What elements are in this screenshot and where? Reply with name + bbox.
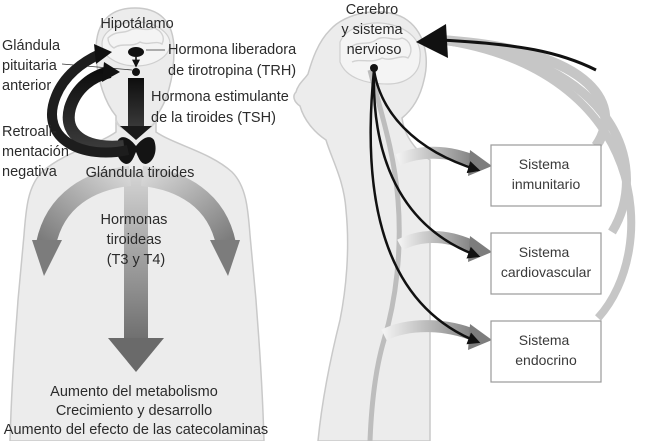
tsh-arrow	[120, 78, 152, 140]
left-brain-icon	[101, 21, 171, 67]
tsh-label: Hormona estimulante de la tiroides (TSH)	[151, 89, 293, 126]
hypothalamus-label: Hipotálamo	[100, 16, 173, 32]
negative-feedback-arrows	[47, 44, 130, 158]
nerve-arrows	[369, 69, 481, 345]
thyroid-label: Glándula tiroides	[86, 165, 195, 181]
thyroid-hormone-arrows	[32, 166, 240, 372]
brain-origin-dot	[370, 64, 378, 72]
trh-label: Hormona liberadora de tirotropina (TRH)	[168, 42, 300, 79]
hypothalamus-dot	[128, 47, 144, 57]
right-brain-icon	[339, 22, 421, 85]
brain-label: Cerebro y sistema nervioso	[341, 2, 406, 58]
thyroid-gland-icon	[116, 137, 156, 164]
svg-text:Sistema endocrino: Sistema endocrino	[515, 332, 577, 368]
pituitary-label: Glándula pituitaria anterior	[2, 38, 64, 94]
svg-text:Sistema cardiovascular: Sistema cardiovascular	[501, 244, 592, 280]
thyroid-hormones-label: Hormonas tiroideas (T3 y T4)	[101, 212, 172, 268]
effects-label: Aumento del metabolismo Crecimiento y de…	[4, 384, 268, 438]
svg-text:Sistema inmunitario: Sistema inmunitario	[512, 156, 581, 192]
feedback-arrow-tail	[439, 38, 597, 72]
feedback-label: Retroali- mentación negativa	[2, 124, 73, 180]
system-box-cardiovascular: Sistema cardiovascular	[490, 232, 602, 295]
system-box-immune: Sistema inmunitario	[490, 144, 602, 207]
system-box-endocrine: Sistema endocrino	[490, 320, 602, 383]
system-feedback-loops	[439, 35, 636, 321]
feedback-arrowhead	[416, 24, 448, 58]
pituitary-dot	[132, 68, 140, 76]
